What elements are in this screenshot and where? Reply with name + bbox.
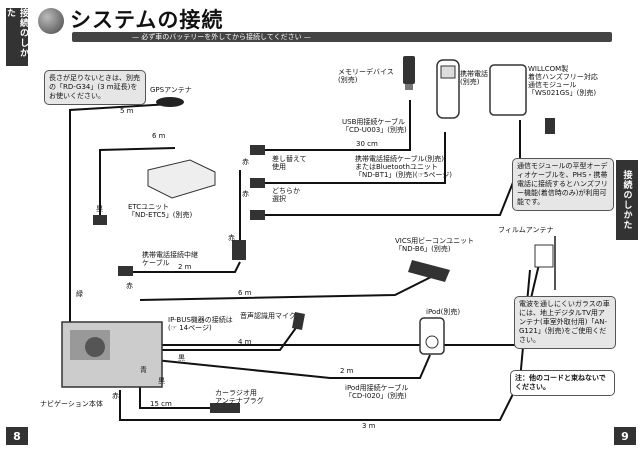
length-label: 3 m: [362, 422, 376, 430]
color-code: 黒: [178, 354, 185, 362]
module-cable: [265, 120, 521, 216]
color-code: 緑: [76, 290, 83, 298]
page-number-right: 9: [614, 427, 636, 445]
ipod-cable-label: iPod用接続ケーブル 「CD-I020」(別売): [345, 384, 409, 400]
car-radio-label: カーラジオ用 アンテナプラグ: [215, 389, 264, 405]
length-label: 15 cm: [150, 400, 172, 408]
gps-cable: [69, 103, 171, 330]
memory-device-label: メモリーデバイス (別売): [338, 68, 394, 84]
film-antenna-label: フィルムアンテナ: [498, 226, 554, 234]
etc-cable: [99, 147, 176, 215]
length-label: 2 m: [178, 263, 192, 271]
nav-unit-label: ナビゲーション本体: [40, 400, 103, 408]
ipod-cable: [154, 354, 431, 379]
usb-cable-label: USB用接続ケーブル 「CD-U003」(別売): [342, 118, 407, 134]
ipbus-note: IP-BUS機器の接続は (☞ 14ページ): [168, 316, 233, 332]
cord-note: 注：他のコードと束ねないでください。: [510, 370, 615, 396]
color-code: 赤: [126, 282, 133, 290]
length-label: 6 m: [152, 132, 166, 140]
length-label: 30 cm: [356, 140, 378, 148]
ipod-label: iPod(別売): [426, 308, 461, 316]
side-tab-left: 接続のしかた: [5, 8, 28, 66]
glass-note: 電波を通しにくいガラスの車には、地上デジタルTV用アンテナ(車室外取付用)「AN…: [514, 296, 616, 349]
mobile-phone-label: 携帯電話 (別売): [460, 70, 488, 86]
color-code: 赤: [242, 190, 249, 198]
phone-cable: [265, 132, 446, 184]
page-number-left: 8: [6, 427, 28, 445]
note-cable: 長さが足りないときは、別売の「RD-G34」(3 m延長)をお使いください。: [44, 70, 146, 105]
etc-unit-label: ETCユニット 「ND-ETC5」(別売): [128, 203, 193, 219]
length-label: 6 m: [238, 289, 252, 297]
color-code: 赤: [242, 158, 249, 166]
gps-antenna-label: GPSアンテナ: [150, 86, 192, 94]
vics-cable: [139, 269, 446, 301]
mic-label: 音声認識用マイク: [240, 312, 296, 320]
color-code: 赤: [228, 234, 235, 242]
relay-cable: [130, 261, 241, 273]
length-label: 4 m: [238, 338, 252, 346]
module-note: 通信モジュールの平型オーディオケーブルを、PHS・携帯電話に接続するとハンズフリ…: [512, 158, 614, 211]
switch-use-label: 差し替えて 使用: [272, 155, 307, 171]
either-select-label: どちらか 選択: [272, 187, 300, 203]
page-title: システムの接続: [70, 8, 224, 32]
usb-cable: [265, 100, 411, 151]
color-code: 赤: [112, 392, 119, 400]
willcom-module-label: WILLCOM製 着信ハンズフリー対応 通信モジュール 「WS021GS」(別売…: [528, 65, 598, 97]
color-code: 黒: [158, 377, 165, 385]
subtitle-bar: — 必ず車のバッテリーを外してから接続してください —: [72, 32, 612, 42]
phone-relay-label: 携帯電話接続中継 ケーブル: [142, 251, 198, 267]
length-label: 5 m: [120, 107, 134, 115]
length-label: 2 m: [340, 367, 354, 375]
vics-unit-label: VICS用ビーコンユニット 「ND-B6」(別売): [395, 237, 475, 253]
subtitle: — 必ず車のバッテリーを外してから接続してください —: [132, 33, 311, 41]
phone-cable-label: 携帯電話接続ケーブル(別売) またはBluetoothユニット 「ND-BT1」…: [355, 155, 452, 179]
color-code: 青: [140, 366, 147, 374]
color-code: 黒: [96, 205, 103, 213]
side-tab-right: 接続のしかた: [616, 160, 638, 240]
mic-cable: [155, 324, 299, 351]
title-bullet-icon: [38, 8, 64, 34]
